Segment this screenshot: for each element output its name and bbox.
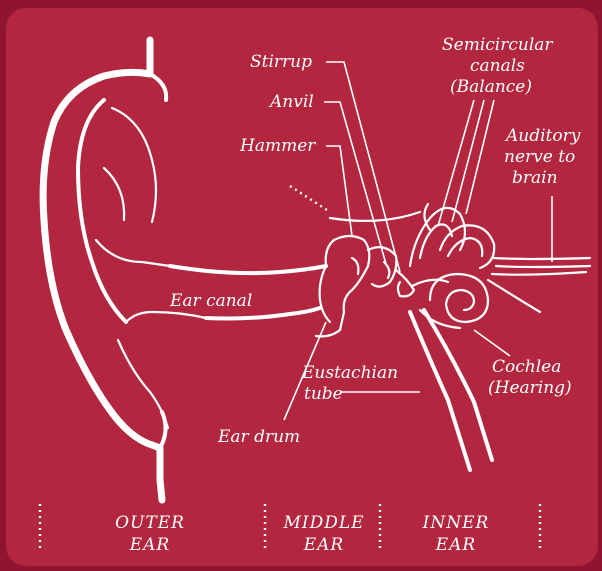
label-eustachian-2: tube (304, 384, 343, 404)
label-ear-drum: Ear drum (217, 427, 300, 447)
middle-ear-structures (316, 236, 414, 336)
label-hammer: Hammer (239, 136, 316, 156)
outer-ear-pinna (43, 40, 206, 500)
label-semicircular-1: Semicircular (442, 35, 553, 55)
label-eustachian-1: Eustachian (301, 363, 398, 383)
section-middle-2: EAR (303, 535, 345, 555)
label-auditory-2: nerve to (504, 147, 575, 167)
section-inner-1: INNER (422, 513, 490, 533)
label-auditory-1: Auditory (504, 126, 581, 146)
inner-ear-structures (290, 186, 590, 470)
section-outer-2: EAR (129, 535, 171, 555)
anatomy-labels: Stirrup Anvil Hammer Semicircular canals… (169, 35, 581, 447)
section-outer-1: OUTER (115, 513, 185, 533)
section-middle-1: MIDDLE (282, 513, 364, 533)
label-semicircular-3: (Balance) (450, 77, 532, 97)
label-stirrup: Stirrup (250, 52, 312, 72)
label-ear-canal: Ear canal (169, 291, 252, 311)
label-auditory-3: brain (512, 168, 558, 188)
section-labels: OUTER EAR MIDDLE EAR INNER EAR (115, 513, 489, 555)
label-cochlea-2: (Hearing) (488, 378, 572, 398)
label-semicircular-2: canals (470, 56, 525, 76)
label-cochlea-1: Cochlea (492, 357, 561, 377)
label-anvil: Anvil (268, 92, 314, 112)
section-inner-2: EAR (435, 535, 477, 555)
